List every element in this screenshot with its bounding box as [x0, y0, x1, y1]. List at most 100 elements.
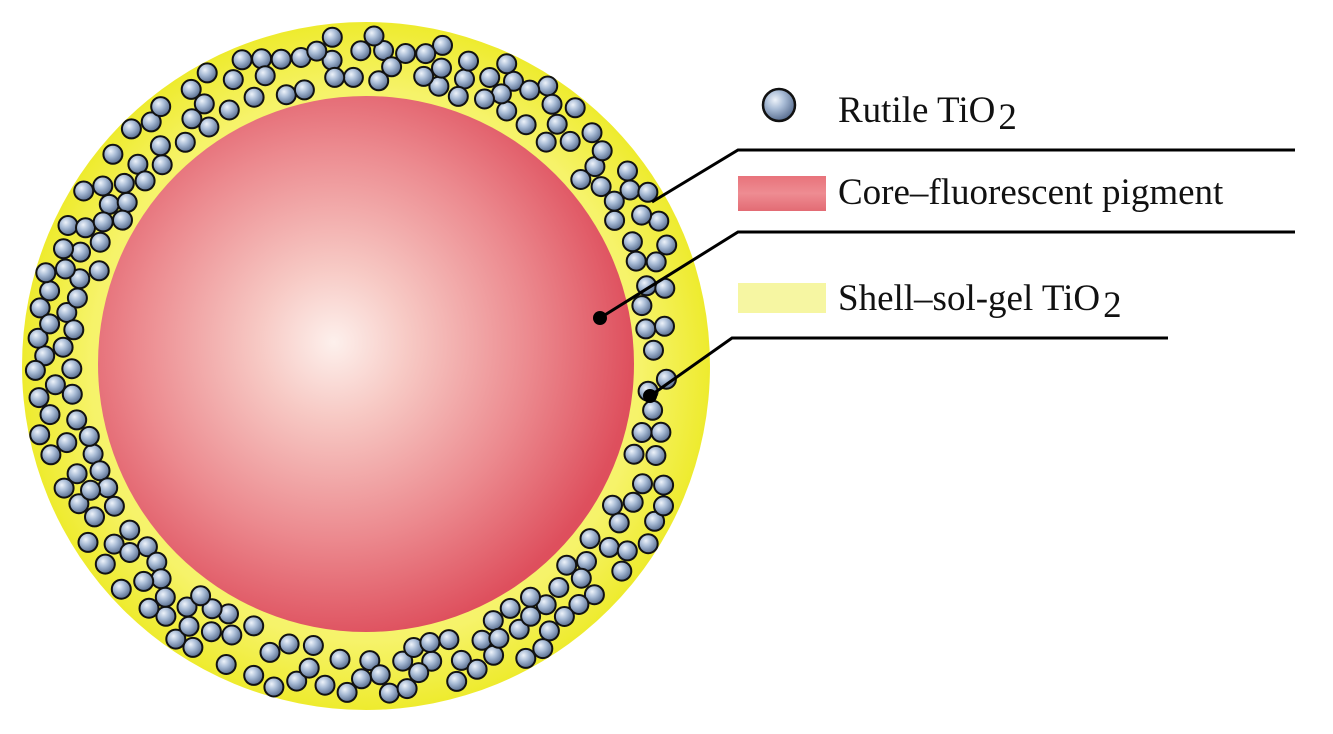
rutile-particle: [151, 154, 173, 176]
legend-label-core-text: Core–fluorescent pigment: [838, 172, 1224, 213]
leader-line-core: [599, 230, 1295, 320]
rutile-particle: [138, 597, 160, 619]
rutile-particle: [243, 86, 265, 108]
rutile-particle: [39, 313, 61, 335]
rutile-particle: [643, 339, 664, 361]
rutile-particle: [336, 681, 358, 703]
rutile-particle: [94, 553, 116, 575]
rutile-particle: [408, 662, 430, 684]
leader-dot-shell: [643, 389, 657, 403]
rutile-particle: [625, 250, 647, 272]
rutile-particle: [314, 674, 336, 696]
rutile-particle: [631, 204, 653, 226]
rutile-particle: [61, 383, 83, 405]
rutile-particle: [553, 606, 575, 627]
rutile-particle: [53, 477, 75, 499]
rutile-particle: [541, 93, 563, 115]
rutile-particle: [635, 318, 657, 340]
rutile-particle: [215, 654, 237, 675]
rutile-particle: [116, 191, 138, 213]
rutile-particle: [591, 140, 613, 162]
rutile-particle: [174, 131, 196, 153]
rutile-particle: [537, 75, 559, 97]
rutile-particle: [57, 215, 79, 236]
rutile-particle: [431, 57, 452, 79]
rutile-particle: [637, 181, 659, 203]
legend-swatch-core: [738, 176, 826, 211]
legend-label-shell-text: Shell–sol-gel TiO: [838, 278, 1101, 319]
rutile-particle: [259, 641, 281, 663]
rutile-particle: [508, 618, 530, 640]
legend-swatch-shell: [738, 283, 826, 313]
rutile-particle: [98, 193, 120, 215]
rutile-particle: [150, 96, 172, 118]
rutile-particle: [28, 387, 50, 409]
rutile-particle: [496, 53, 518, 75]
rutile-particle: [590, 176, 612, 198]
rutile-particle: [270, 48, 292, 70]
rutile-particle: [598, 536, 620, 558]
rutile-particle: [368, 70, 390, 92]
rutile-particle: [482, 610, 504, 632]
rutile-particle: [222, 69, 244, 91]
rutile-particle: [221, 624, 243, 646]
rutile-particle: [39, 404, 61, 426]
rutile-particle: [413, 65, 435, 87]
rutile-particle: [180, 78, 202, 100]
leader-dot-core: [593, 311, 607, 325]
rutile-particle: [89, 231, 111, 253]
rutile-particle: [645, 445, 667, 466]
rutile-particle: [446, 670, 468, 692]
rutile-particle: [112, 209, 133, 231]
rutile-particle: [231, 49, 253, 71]
rutile-particle: [603, 190, 625, 212]
rutile-particle: [654, 315, 675, 337]
rutile-particle: [568, 594, 590, 615]
rutile-particle: [519, 79, 541, 101]
rutile-particle: [432, 34, 453, 56]
core-sphere: [98, 96, 634, 632]
rutile-particle: [149, 135, 171, 157]
rutile-particle: [27, 327, 49, 349]
rutile-particle: [40, 444, 62, 466]
rutile-particle: [631, 422, 653, 443]
rutile-particle: [342, 66, 364, 88]
rutile-particle: [54, 258, 76, 280]
rutile-particle: [63, 319, 85, 341]
rutile-particle: [243, 615, 265, 637]
rutile-particle: [617, 160, 638, 182]
rutile-particle: [653, 495, 674, 517]
rutile-particle: [298, 657, 320, 679]
rutile-particle: [515, 114, 537, 136]
rutile-particle: [275, 84, 297, 106]
rutile-particle: [133, 570, 155, 592]
rutile-particle: [637, 533, 659, 555]
rutile-particle: [458, 50, 479, 72]
legend-label-shell: Shell–sol-gel TiO2: [838, 277, 1122, 326]
rutile-particle: [97, 477, 119, 499]
rutile-particle: [608, 512, 630, 534]
rutile-particle: [181, 108, 203, 130]
rutile-particle: [499, 597, 521, 619]
rutile-particle: [648, 210, 670, 232]
rutile-particle: [53, 238, 74, 260]
rutile-particle: [570, 567, 592, 589]
legend-label-shell-subscript: 2: [1103, 285, 1122, 326]
rutile-particle: [532, 638, 554, 660]
rutile-particle: [254, 65, 276, 87]
rutile-particle: [644, 510, 666, 532]
rutile-particle: [75, 217, 96, 239]
rutile-particle: [78, 425, 100, 447]
rutile-particle: [70, 241, 91, 263]
rutile-particles: [24, 25, 678, 704]
rutile-particle: [324, 66, 346, 88]
rutile-particle: [29, 424, 51, 446]
rutile-particle: [564, 97, 586, 119]
rutile-particle: [535, 131, 557, 153]
rutile-particle: [392, 650, 414, 672]
rutile-particle: [200, 621, 222, 643]
rutile-particle: [616, 540, 638, 562]
rutile-particle: [623, 443, 645, 465]
rutile-particle: [293, 79, 315, 101]
rutile-particle: [92, 211, 114, 233]
